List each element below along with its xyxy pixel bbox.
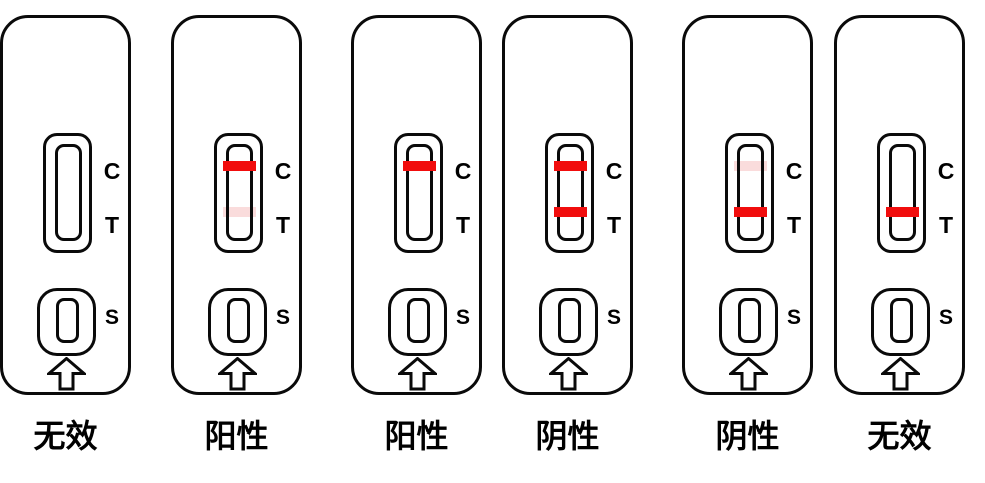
up-arrow-icon <box>549 357 588 391</box>
sample-well-label: S <box>275 306 290 329</box>
result-window <box>214 133 263 253</box>
result-label: 无效 <box>33 418 98 454</box>
sample-well-opening <box>558 298 581 343</box>
sample-well-label: S <box>606 306 621 329</box>
result-window-strip <box>889 144 916 241</box>
up-arrow-icon <box>218 357 257 391</box>
test-line <box>223 207 256 217</box>
control-line-label: C <box>103 158 121 184</box>
result-window-strip <box>737 144 764 241</box>
control-line-label: C <box>785 158 803 184</box>
up-arrow-icon <box>47 357 86 391</box>
result-label: 阳性 <box>384 418 449 454</box>
cassette: C T S 阴性 <box>502 15 633 454</box>
sample-well <box>37 288 96 356</box>
sample-well-opening <box>738 298 761 343</box>
sample-well <box>208 288 267 356</box>
control-line-label: C <box>274 158 292 184</box>
cassette: C T S 阳性 <box>171 15 302 454</box>
result-window-strip <box>557 144 584 241</box>
test-line-label: T <box>938 212 954 238</box>
test-line <box>554 207 587 217</box>
result-window <box>394 133 443 253</box>
result-window <box>877 133 926 253</box>
result-label: 阴性 <box>535 418 600 454</box>
sample-well <box>871 288 930 356</box>
control-line-label: C <box>937 158 955 184</box>
sample-well-label: S <box>104 306 119 329</box>
test-line-label: T <box>606 212 622 238</box>
cassette: C T S 阳性 <box>351 15 482 454</box>
cassette-body: C T S <box>502 15 633 395</box>
sample-well-opening <box>227 298 250 343</box>
cassette-body: C T S <box>351 15 482 395</box>
result-label: 阳性 <box>204 418 269 454</box>
control-line <box>554 161 587 171</box>
sample-well-opening <box>890 298 913 343</box>
cassette: C T S 无效 <box>0 15 131 454</box>
result-window-strip <box>226 144 253 241</box>
sample-well <box>388 288 447 356</box>
result-window <box>43 133 92 253</box>
up-arrow-icon <box>729 357 768 391</box>
control-line <box>403 161 436 171</box>
cassette: C T S 阴性 <box>682 15 813 454</box>
up-arrow-icon <box>881 357 920 391</box>
result-label: 无效 <box>867 418 932 454</box>
test-line-label: T <box>104 212 120 238</box>
test-line-label: T <box>275 212 291 238</box>
result-window <box>545 133 594 253</box>
sample-well-label: S <box>455 306 470 329</box>
sample-well-opening <box>56 298 79 343</box>
up-arrow-icon <box>398 357 437 391</box>
result-window <box>725 133 774 253</box>
control-line-label: C <box>454 158 472 184</box>
cassette-body: C T S <box>834 15 965 395</box>
result-window-strip <box>55 144 82 241</box>
sample-well-opening <box>407 298 430 343</box>
sample-well-label: S <box>938 306 953 329</box>
cassette-body: C T S <box>171 15 302 395</box>
test-line <box>734 207 767 217</box>
test-line-label: T <box>455 212 471 238</box>
control-line-label: C <box>605 158 623 184</box>
test-line <box>886 207 919 217</box>
test-line-label: T <box>786 212 802 238</box>
cassette-body: C T S <box>0 15 131 395</box>
cassette-body: C T S <box>682 15 813 395</box>
control-line <box>223 161 256 171</box>
cassette: C T S 无效 <box>834 15 965 454</box>
sample-well <box>719 288 778 356</box>
result-window-strip <box>406 144 433 241</box>
sample-well-label: S <box>786 306 801 329</box>
sample-well <box>539 288 598 356</box>
result-label: 阴性 <box>715 418 780 454</box>
control-line <box>734 161 767 171</box>
